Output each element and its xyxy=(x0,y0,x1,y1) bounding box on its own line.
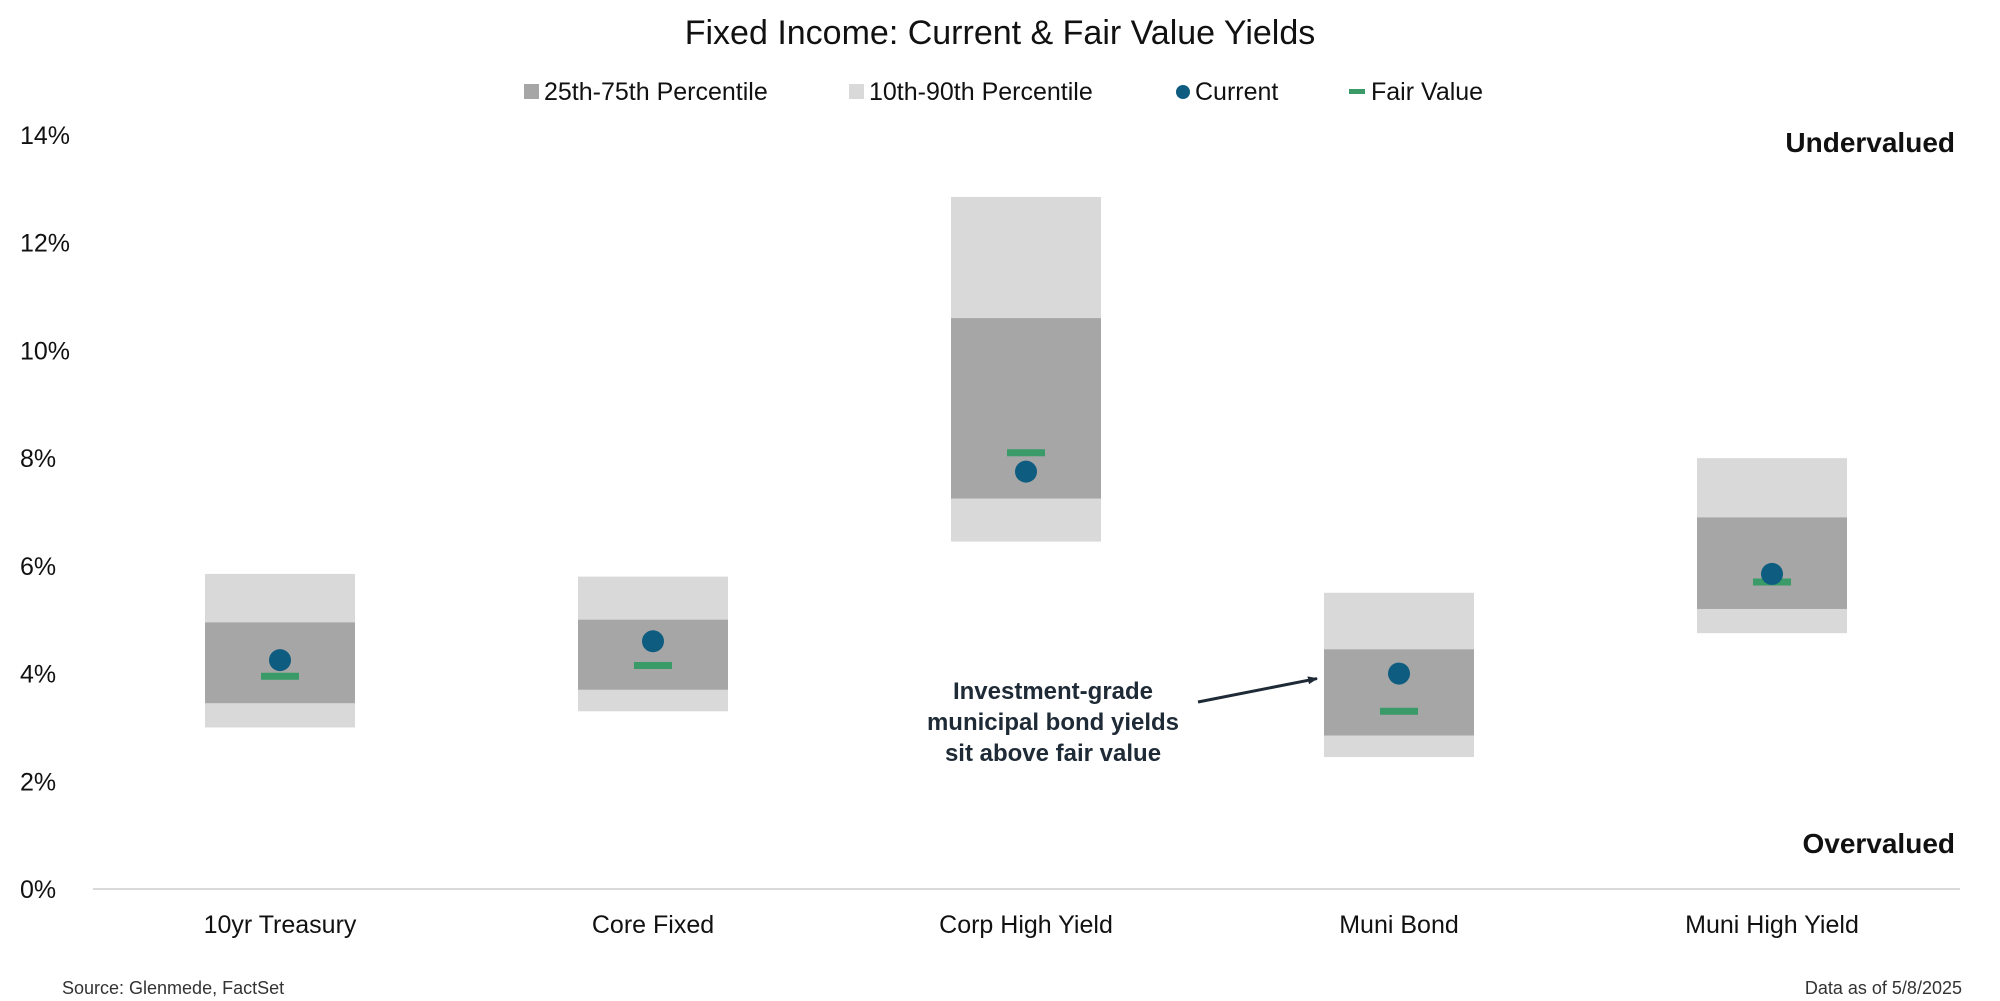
annotation-line-2: municipal bond yields xyxy=(927,709,1179,736)
fair-value-mark xyxy=(1007,449,1045,457)
y-tick-label: 0% xyxy=(20,876,56,904)
footer-source: Source: Glenmede, FactSet xyxy=(62,978,284,998)
x-axis-label: Core Fixed xyxy=(592,911,714,939)
x-axis-labels: 10yr Treasury Core Fixed Corp High Yield Mu… xyxy=(204,911,1859,939)
overvalued-label: Overvalued xyxy=(1802,828,1955,859)
fair-value-mark xyxy=(1380,707,1418,715)
annotation-arrow xyxy=(1197,676,1318,704)
y-axis-ticks: 0% 2% 4% 6% 8% 10% 12% 14% xyxy=(20,122,70,904)
annotation-line-1: Investment-grade xyxy=(953,678,1153,705)
undervalued-label: Undervalued xyxy=(1785,127,1955,158)
current-point xyxy=(642,630,664,653)
y-tick-label: 2% xyxy=(20,768,56,796)
legend-label-range: 10th-90th Percentile xyxy=(869,78,1093,106)
annotation-line-3: sit above fair value xyxy=(945,740,1161,767)
legend-swatch-range xyxy=(849,84,864,99)
fair-value-mark xyxy=(261,672,299,680)
x-axis-label: Muni High Yield xyxy=(1685,911,1859,939)
legend-label-current: Current xyxy=(1195,78,1278,106)
current-point xyxy=(1015,460,1037,483)
iqr-bar xyxy=(578,619,728,690)
fair-value-mark xyxy=(634,661,672,669)
current-points xyxy=(269,460,1783,685)
chart-title: Fixed Income: Current & Fair Value Yield… xyxy=(685,14,1316,52)
footer-date: Data as of 5/8/2025 xyxy=(1805,978,1962,998)
y-tick-label: 14% xyxy=(20,122,70,150)
y-tick-label: 4% xyxy=(20,661,56,689)
legend: 25th-75th Percentile 10th-90th Percentil… xyxy=(524,78,1483,106)
legend-label-fair-value: Fair Value xyxy=(1371,78,1483,106)
y-tick-label: 12% xyxy=(20,230,70,258)
y-tick-label: 8% xyxy=(20,445,56,473)
current-point xyxy=(269,649,291,672)
x-axis-label: Muni Bond xyxy=(1339,911,1459,939)
legend-label-iqr: 25th-75th Percentile xyxy=(544,78,768,106)
legend-swatch-current xyxy=(1176,85,1190,99)
y-tick-label: 10% xyxy=(20,337,70,365)
iqr-bar xyxy=(1324,649,1474,736)
annotation: Investment-grade municipal bond yields s… xyxy=(927,676,1318,767)
y-tick-label: 6% xyxy=(20,553,56,581)
legend-swatch-iqr xyxy=(524,84,539,99)
legend-swatch-fair-value xyxy=(1349,89,1365,94)
x-axis-label: 10yr Treasury xyxy=(204,911,357,939)
current-point xyxy=(1761,562,1783,585)
current-point xyxy=(1388,662,1410,685)
x-axis-label: Corp High Yield xyxy=(939,911,1113,939)
